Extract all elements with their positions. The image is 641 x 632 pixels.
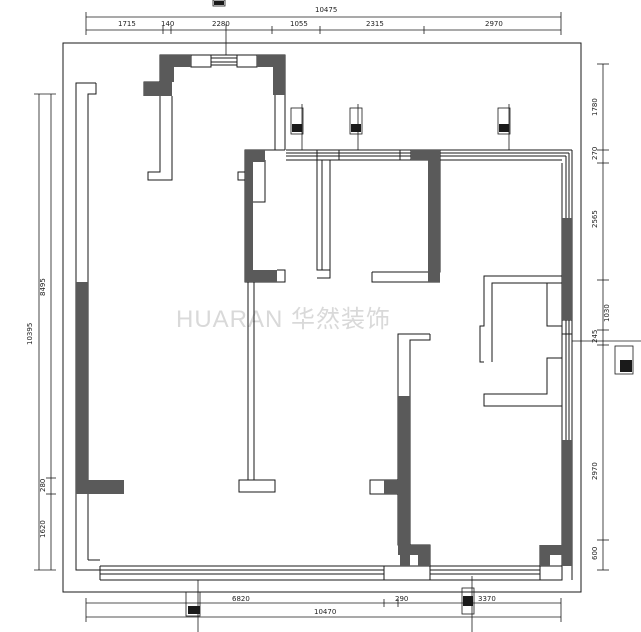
left-dimension-chain	[34, 93, 56, 571]
dim-bottom-seg-2: 290	[395, 595, 408, 603]
living-walls	[76, 282, 124, 494]
dim-right-seg-1: 1780	[591, 98, 599, 116]
watermark: HUARAN 华然装饰	[176, 306, 391, 333]
drawing-frame	[62, 42, 582, 593]
dim-left-total: 10395	[26, 323, 34, 345]
dim-bottom-seg-1: 6820	[232, 595, 250, 603]
dim-top-seg-4: 1055	[290, 20, 308, 28]
bottom-dimension-chain	[85, 598, 562, 622]
lower-right-walls	[384, 218, 572, 566]
dim-left-seg-3: 1620	[39, 520, 47, 538]
dim-right-seg-7: 600	[591, 547, 599, 560]
dim-top-seg-3: 2280	[212, 20, 230, 28]
elevation-marker-fills	[188, 1, 632, 614]
right-dimension-chain	[597, 63, 609, 571]
dim-top-seg-2: 140	[161, 20, 174, 28]
dim-top-seg-6: 2970	[485, 20, 503, 28]
dim-top-total: 10475	[315, 6, 337, 14]
top-dimension-chain	[85, 12, 562, 35]
dim-bottom-total: 10470	[314, 608, 336, 616]
dim-right-seg-5: 245	[591, 330, 599, 343]
dim-left-seg-2: 280	[39, 479, 47, 492]
upper-room-walls	[245, 150, 440, 282]
dim-top-seg-5: 2315	[366, 20, 384, 28]
dim-left-seg-1: 8495	[39, 278, 47, 296]
dim-right-seg-4: 1030	[603, 304, 611, 322]
dim-right-seg-6: 2970	[591, 462, 599, 480]
dim-bottom-seg-3: 3370	[478, 595, 496, 603]
bay-window-walls	[144, 55, 285, 96]
dim-top-seg-1: 1715	[118, 20, 136, 28]
dim-right-seg-2: 270	[591, 147, 599, 160]
dim-right-seg-3: 2565	[591, 210, 599, 228]
